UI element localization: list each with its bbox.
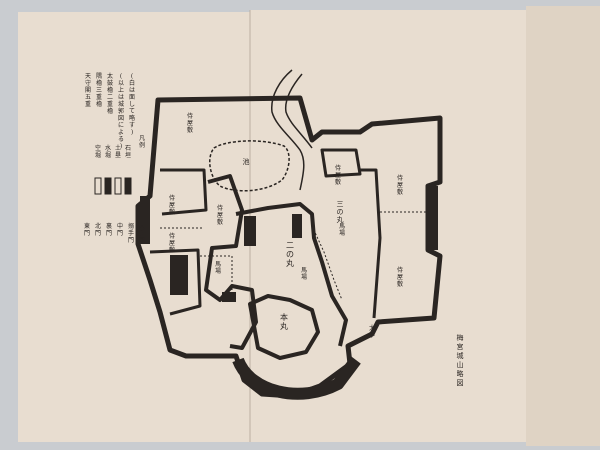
legend-swatch (94, 177, 102, 195)
gate-list-item: 大手門 (139, 222, 145, 244)
gate-list-item: 裏門 (106, 222, 112, 237)
inner-wall-5 (320, 148, 362, 178)
legend-item: 空堀 (95, 144, 101, 159)
note-line: 隅櫓三重櫓 (96, 72, 102, 108)
courtyard-line-1 (311, 225, 343, 301)
region-label: 馬場 (215, 261, 221, 275)
wall-block-1 (140, 196, 150, 244)
wall-block-2 (430, 186, 438, 250)
inner-wall-3 (248, 294, 320, 360)
second-bailey-label: 二の丸 (286, 241, 294, 268)
back-page (526, 6, 600, 446)
region-label: 侍屋敷 (217, 205, 223, 226)
region-label: 馬場 (301, 267, 307, 281)
wall-block-4 (292, 214, 302, 238)
region-label: 侍屋敷 (397, 175, 403, 196)
outer-wall (135, 95, 443, 399)
legend-swatch (124, 177, 132, 195)
legend-item: 土塁 (115, 144, 121, 159)
map-title-vertical: 梅宮城山略図 (457, 333, 464, 387)
region-label: 侍屋敷 (169, 195, 175, 216)
third-bailey-label: 三の丸 (337, 200, 344, 224)
gate-label: 大手 (369, 324, 375, 339)
right-page (250, 10, 526, 442)
courtyard-line-4 (200, 255, 233, 300)
region-label: 馬場 (339, 223, 345, 237)
region-label: 侍屋敷 (335, 165, 341, 186)
legend-swatch (104, 177, 112, 195)
region-label: 侍屋敷 (169, 233, 175, 254)
region-label: 侍屋敷 (397, 267, 403, 288)
note-line: 太鼓櫓二重櫓 (107, 72, 113, 115)
road-top (271, 69, 305, 191)
inner-wall-4 (360, 168, 382, 319)
left-page (18, 12, 250, 442)
moat (232, 356, 361, 400)
gate-list-item: 中門 (117, 222, 123, 237)
gate-list-item: 東門 (84, 222, 90, 237)
gate-list-item: 北門 (95, 222, 101, 237)
note-line: 天守閣五重 (85, 73, 91, 108)
map-labels: 侍屋敷侍屋敷侍屋敷侍屋敷侍屋敷侍屋敷侍屋敷馬場馬場馬場池本丸二の丸三の丸大手梅宮… (169, 113, 464, 387)
castle-plan (135, 69, 443, 400)
inner-keep-label: 本丸 (280, 312, 288, 331)
legend-title: 凡例 (139, 135, 145, 149)
inner-wall-2 (235, 202, 348, 347)
legend-swatch (114, 177, 122, 195)
pond (208, 140, 290, 192)
note-line: (白は面して略す) (129, 73, 135, 136)
wall-block-6 (170, 255, 188, 295)
legend-item: 石垣 (125, 145, 131, 159)
gate-list-item: 搦手門 (128, 222, 134, 244)
road-top-2 (284, 73, 313, 149)
region-label: 侍屋敷 (187, 113, 193, 134)
wall-block-3 (244, 216, 256, 246)
pond-label: 池 (243, 157, 250, 166)
legend-item: 水堀 (105, 144, 111, 159)
inner-wall-7 (149, 248, 202, 316)
note-line: (以上は城郭図による) (118, 73, 124, 150)
inner-wall-6 (160, 168, 208, 216)
wall-block-5 (222, 292, 236, 302)
